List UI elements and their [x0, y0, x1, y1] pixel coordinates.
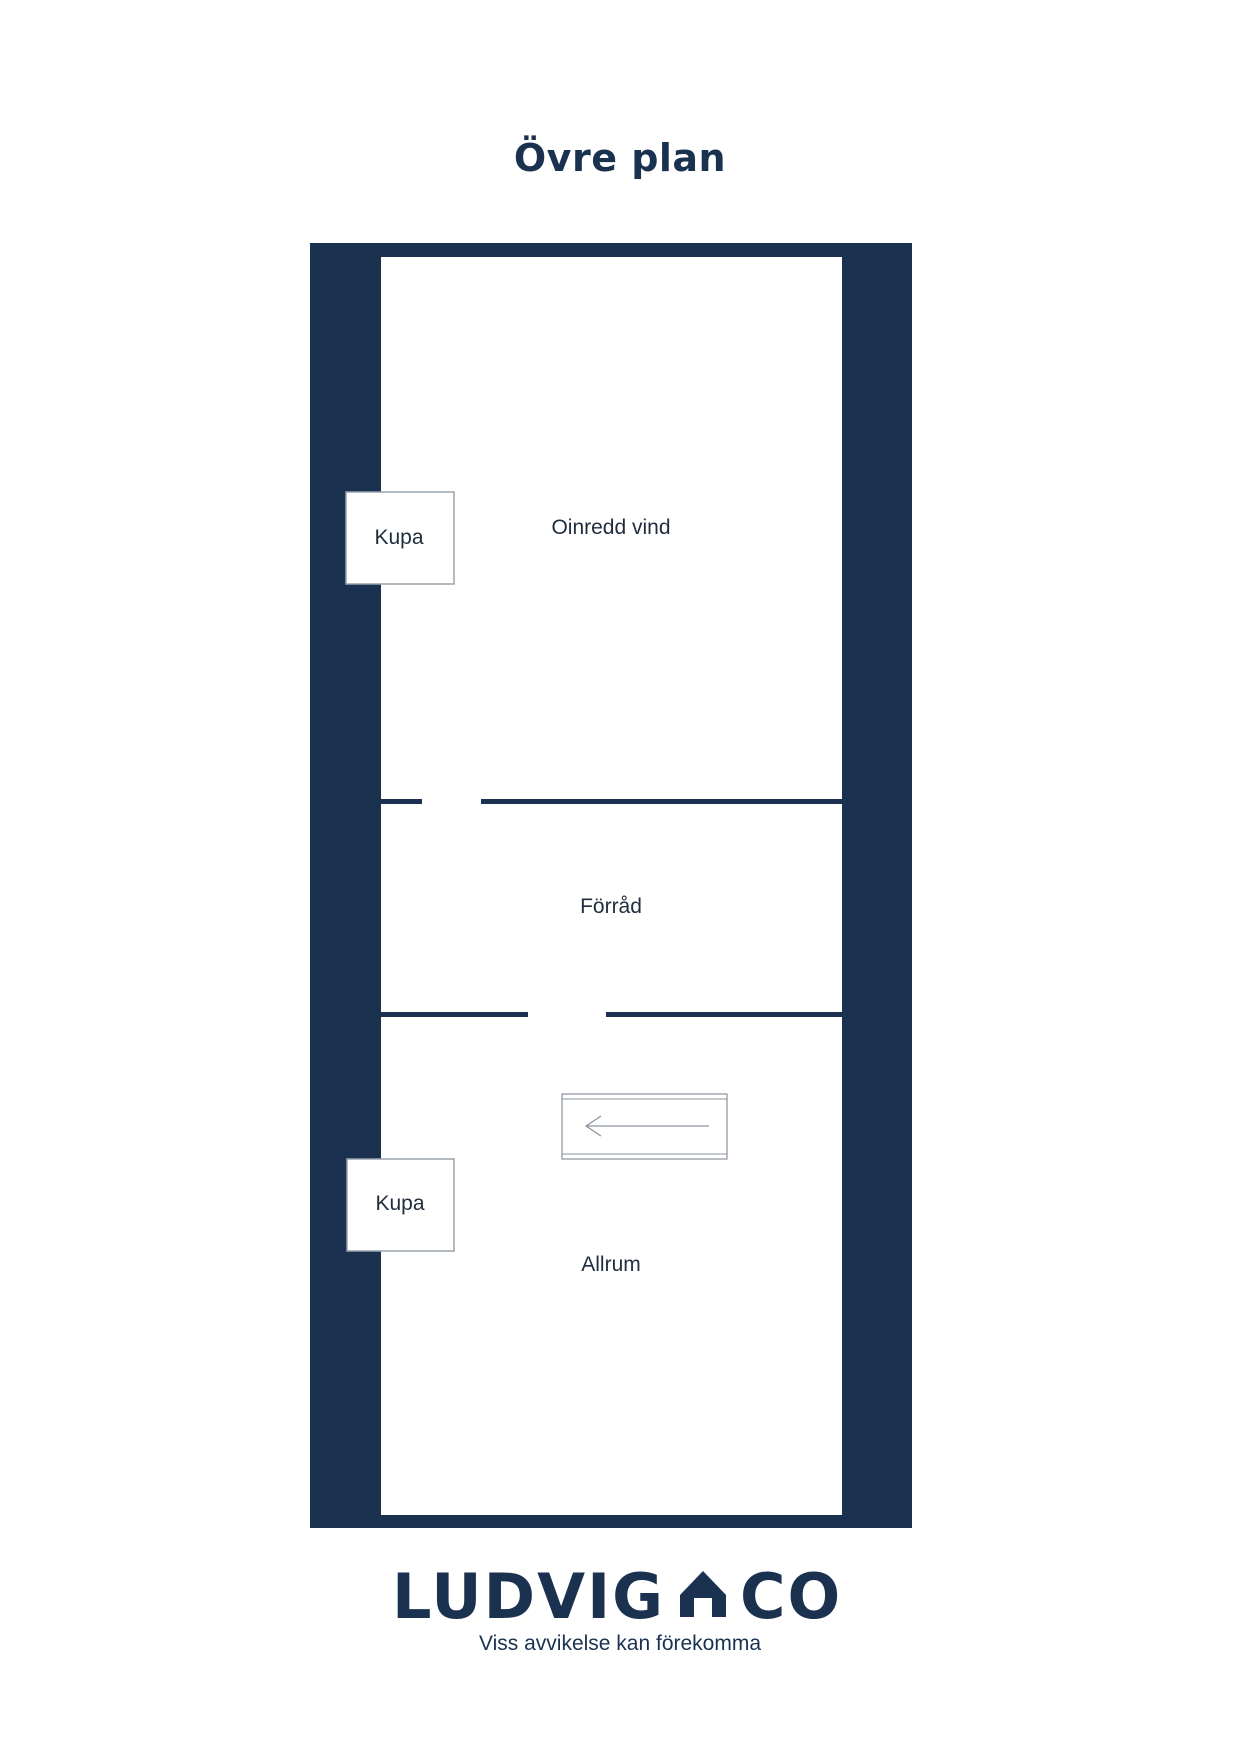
arrow-left-icon: [584, 1115, 709, 1137]
interior-wall-upper-right: [481, 799, 842, 804]
room-label-kupa-lower: Kupa: [375, 1192, 424, 1215]
dormer-lower: [346, 1158, 455, 1252]
stairs: [561, 1093, 728, 1160]
brand-name-right: CO: [740, 1560, 842, 1633]
room-label-allrum: Allrum: [581, 1253, 641, 1276]
disclaimer-text: Viss avvikelse kan förekomma: [478, 1632, 762, 1655]
room-label-kupa-upper: Kupa: [374, 526, 423, 549]
room-label-oinredd-vind: Oinredd vind: [551, 516, 670, 539]
interior-wall-upper-left: [381, 799, 422, 804]
house-icon: [680, 1571, 726, 1617]
interior-wall-lower-left: [381, 1012, 528, 1017]
page-title: Övre plan: [513, 136, 727, 180]
dormer-upper: [345, 491, 455, 585]
room-label-forrad: Förråd: [580, 895, 642, 918]
brand-logo: LUDVIG CO: [392, 1560, 842, 1633]
brand-name-left: LUDVIG: [392, 1560, 665, 1633]
interior-wall-lower-right: [606, 1012, 842, 1017]
interior-floor: [381, 257, 842, 1515]
